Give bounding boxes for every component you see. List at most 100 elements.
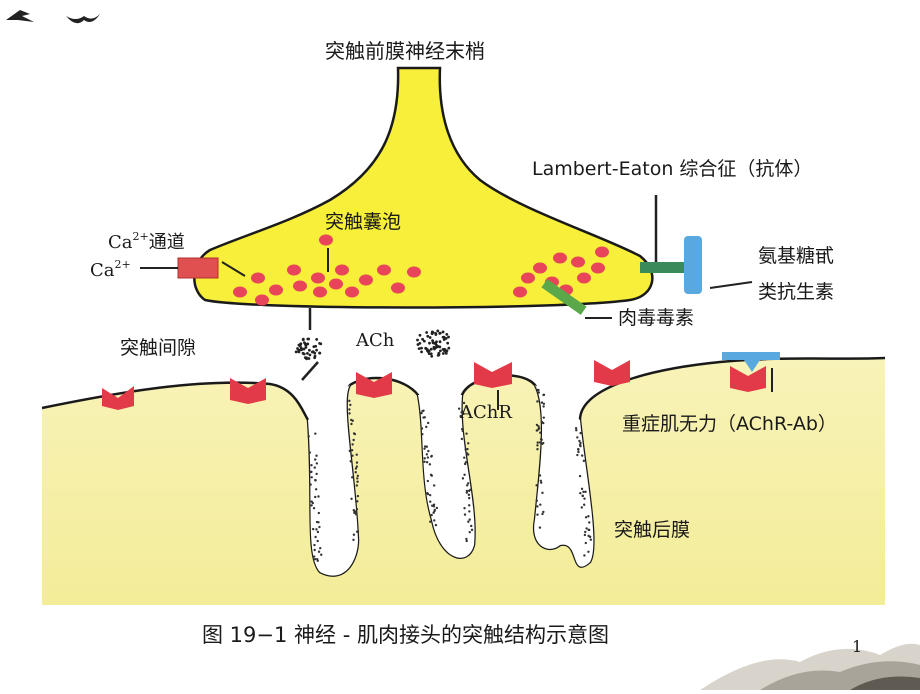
ach-molecule — [318, 351, 322, 355]
ach-molecule — [426, 334, 430, 338]
achr-receptor — [594, 360, 630, 386]
stipple-dot — [470, 528, 474, 532]
presynaptic-terminal — [193, 66, 654, 309]
achr-receptor — [230, 378, 266, 404]
achr-receptor — [102, 386, 134, 410]
stipple-dot — [580, 454, 584, 457]
stipple-dot — [309, 483, 312, 486]
ach-molecule — [431, 339, 434, 342]
ach-molecule — [304, 346, 308, 349]
stipple-dot — [313, 543, 316, 547]
fold-stipple — [307, 388, 593, 563]
stipple-dot — [538, 526, 542, 529]
stipple-dot — [353, 511, 356, 515]
ach-molecule — [435, 343, 438, 347]
stipple-dot — [537, 391, 541, 394]
achr-antibody — [722, 352, 780, 372]
vesicle — [255, 294, 269, 306]
stipple-dot — [536, 400, 539, 403]
stipple-dot — [536, 441, 539, 444]
botulinum-toxin — [541, 279, 587, 315]
ach-molecule — [444, 351, 448, 355]
stipple-dot — [352, 438, 355, 442]
stipple-dot — [316, 559, 319, 563]
stipple-dot — [433, 509, 436, 513]
stipple-dot — [355, 465, 359, 468]
ach-molecule — [446, 341, 450, 345]
ach-molecule — [301, 337, 305, 341]
stipple-dot — [584, 541, 588, 545]
stipple-dot — [426, 492, 430, 496]
stipple-dot — [428, 463, 432, 466]
vesicle — [345, 286, 359, 298]
stipple-dot — [468, 518, 471, 521]
achr-receptor — [474, 362, 512, 388]
stipple-dot — [355, 507, 359, 511]
stipple-dot — [536, 444, 539, 447]
ach-molecule — [299, 342, 303, 346]
ca-ion-label: Ca2+ — [90, 258, 131, 281]
stipple-dot — [356, 477, 359, 480]
stipple-dot — [423, 460, 426, 463]
stipple-dot — [460, 411, 463, 414]
ach-molecule — [313, 351, 317, 355]
stipple-dot — [585, 527, 588, 530]
stipple-dot — [310, 464, 313, 467]
stipple-dot — [540, 420, 544, 424]
stipple-dot — [467, 489, 471, 493]
ach-molecule — [441, 330, 445, 334]
ach-molecule — [429, 352, 433, 356]
stipple-dot — [425, 453, 429, 456]
vesicle — [269, 284, 283, 296]
ach-molecule — [297, 348, 301, 352]
ca-influx-arrow — [221, 261, 246, 277]
stipple-dot — [315, 528, 318, 531]
stipple-dot — [583, 497, 586, 500]
stipple-dot — [308, 451, 312, 454]
ach-molecule — [430, 330, 434, 334]
ach-molecule — [305, 357, 308, 361]
stipple-dot — [579, 441, 582, 445]
stipple-dot — [584, 490, 587, 494]
stipple-dot — [578, 474, 582, 478]
ink-wash-landscape — [700, 643, 920, 690]
stipple-dot — [318, 525, 321, 529]
stipple-dot — [467, 493, 471, 497]
stipple-dot — [537, 426, 541, 430]
ach-molecule — [441, 335, 445, 339]
stipple-dot — [582, 459, 586, 463]
stipple-dot — [470, 524, 473, 528]
aminoglycoside-pointer — [709, 281, 753, 289]
stipple-dot — [537, 425, 540, 428]
stipple-dot — [468, 510, 471, 513]
muscle-fiber — [42, 358, 885, 605]
stipple-dot — [468, 530, 471, 534]
stipple-dot — [314, 488, 318, 491]
ach-label: ACh — [355, 330, 395, 351]
stipple-dot — [312, 506, 316, 510]
vesicle — [287, 264, 301, 276]
vesicle — [377, 264, 391, 276]
junctional-fold — [418, 395, 475, 558]
stipple-dot — [351, 476, 354, 479]
stipple-dot — [465, 491, 469, 494]
stipple-dot — [348, 399, 351, 403]
stipple-dot — [466, 447, 469, 451]
ach-molecule — [298, 344, 302, 348]
stipple-dot — [348, 412, 351, 415]
stipple-dot — [356, 500, 359, 503]
vesicle — [313, 286, 327, 298]
stipple-dot — [433, 519, 436, 522]
ach-molecule — [302, 352, 306, 356]
stipple-dot — [420, 411, 423, 415]
ach-molecule — [447, 346, 451, 350]
ach-molecule — [441, 352, 445, 355]
vesicle — [591, 262, 605, 274]
stipple-dot — [315, 472, 318, 476]
stipple-dot — [315, 520, 319, 524]
stipple-dot — [313, 557, 317, 561]
stipple-dot — [351, 443, 354, 446]
ach-molecule — [421, 337, 425, 341]
aminoglycoside-block — [684, 236, 702, 294]
